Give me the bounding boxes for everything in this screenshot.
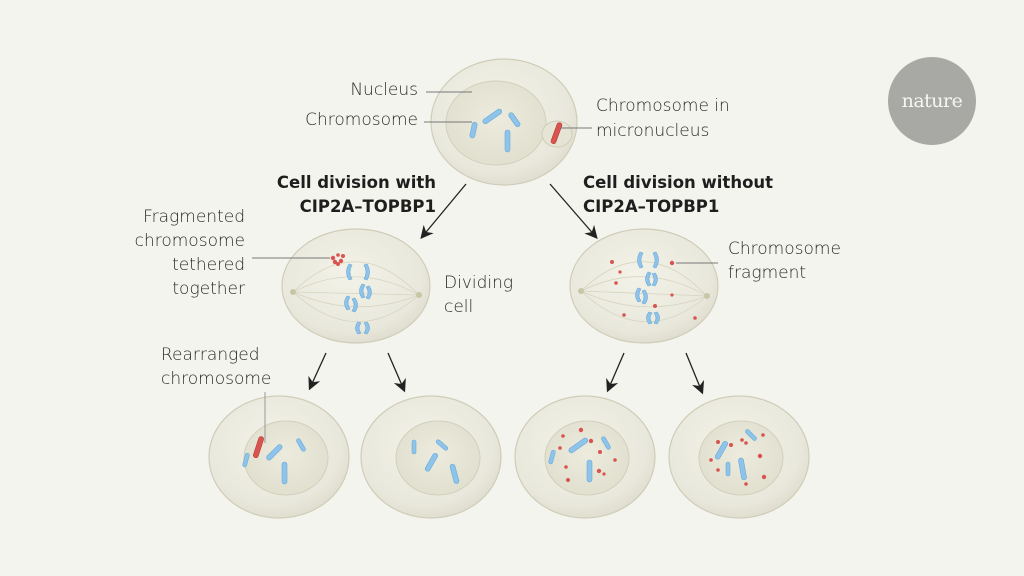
label-fragmented-3: tethered [172, 255, 245, 275]
label-fragmented-4: together [172, 279, 245, 299]
label-dividing-2: cell [444, 297, 474, 317]
label-fragment-2: fragment [728, 263, 807, 283]
arrow [606, 352, 625, 393]
parent-cell [424, 58, 592, 186]
nucleus [445, 80, 547, 166]
daughter-cell-3 [514, 395, 656, 519]
arrow-left [420, 183, 467, 240]
heading-with-1: Cell division with [276, 173, 436, 192]
logo-text: nature [901, 90, 963, 112]
dividing-cell-with [252, 228, 431, 344]
heading-with-2: CIP2A–TOPBP1 [299, 197, 436, 216]
daughter-cell-1 [208, 392, 350, 519]
label-micronucleus-1: Chromosome in [596, 96, 730, 116]
label-fragmented-2: chromosome [134, 231, 245, 251]
arrow [308, 352, 327, 391]
nature-logo: nature [888, 57, 976, 145]
arrow [387, 352, 406, 393]
tethered-fragments [330, 253, 345, 266]
label-nucleus: Nucleus [350, 80, 418, 100]
daughter-cell-4 [668, 395, 810, 519]
arrow [685, 352, 705, 395]
micronucleus-chromosome [550, 122, 563, 144]
fragments [610, 260, 697, 320]
daughter-cell-2 [360, 395, 502, 519]
heading-without-2: CIP2A–TOPBP1 [583, 197, 720, 216]
heading-without-1: Cell division without [583, 173, 774, 192]
label-micronucleus-2: micronucleus [596, 121, 710, 141]
label-chromosome: Chromosome [305, 110, 418, 130]
label-fragmented-1: Fragmented [143, 207, 245, 227]
label-rearranged-2: chromosome [161, 369, 272, 389]
label-rearranged-1: Rearranged [161, 345, 260, 365]
arrow-right [549, 183, 598, 239]
label-dividing-1: Dividing [444, 273, 514, 293]
dividing-cell-without [569, 228, 719, 344]
chromosomes [469, 108, 521, 153]
label-fragment-1: Chromosome [728, 239, 841, 259]
